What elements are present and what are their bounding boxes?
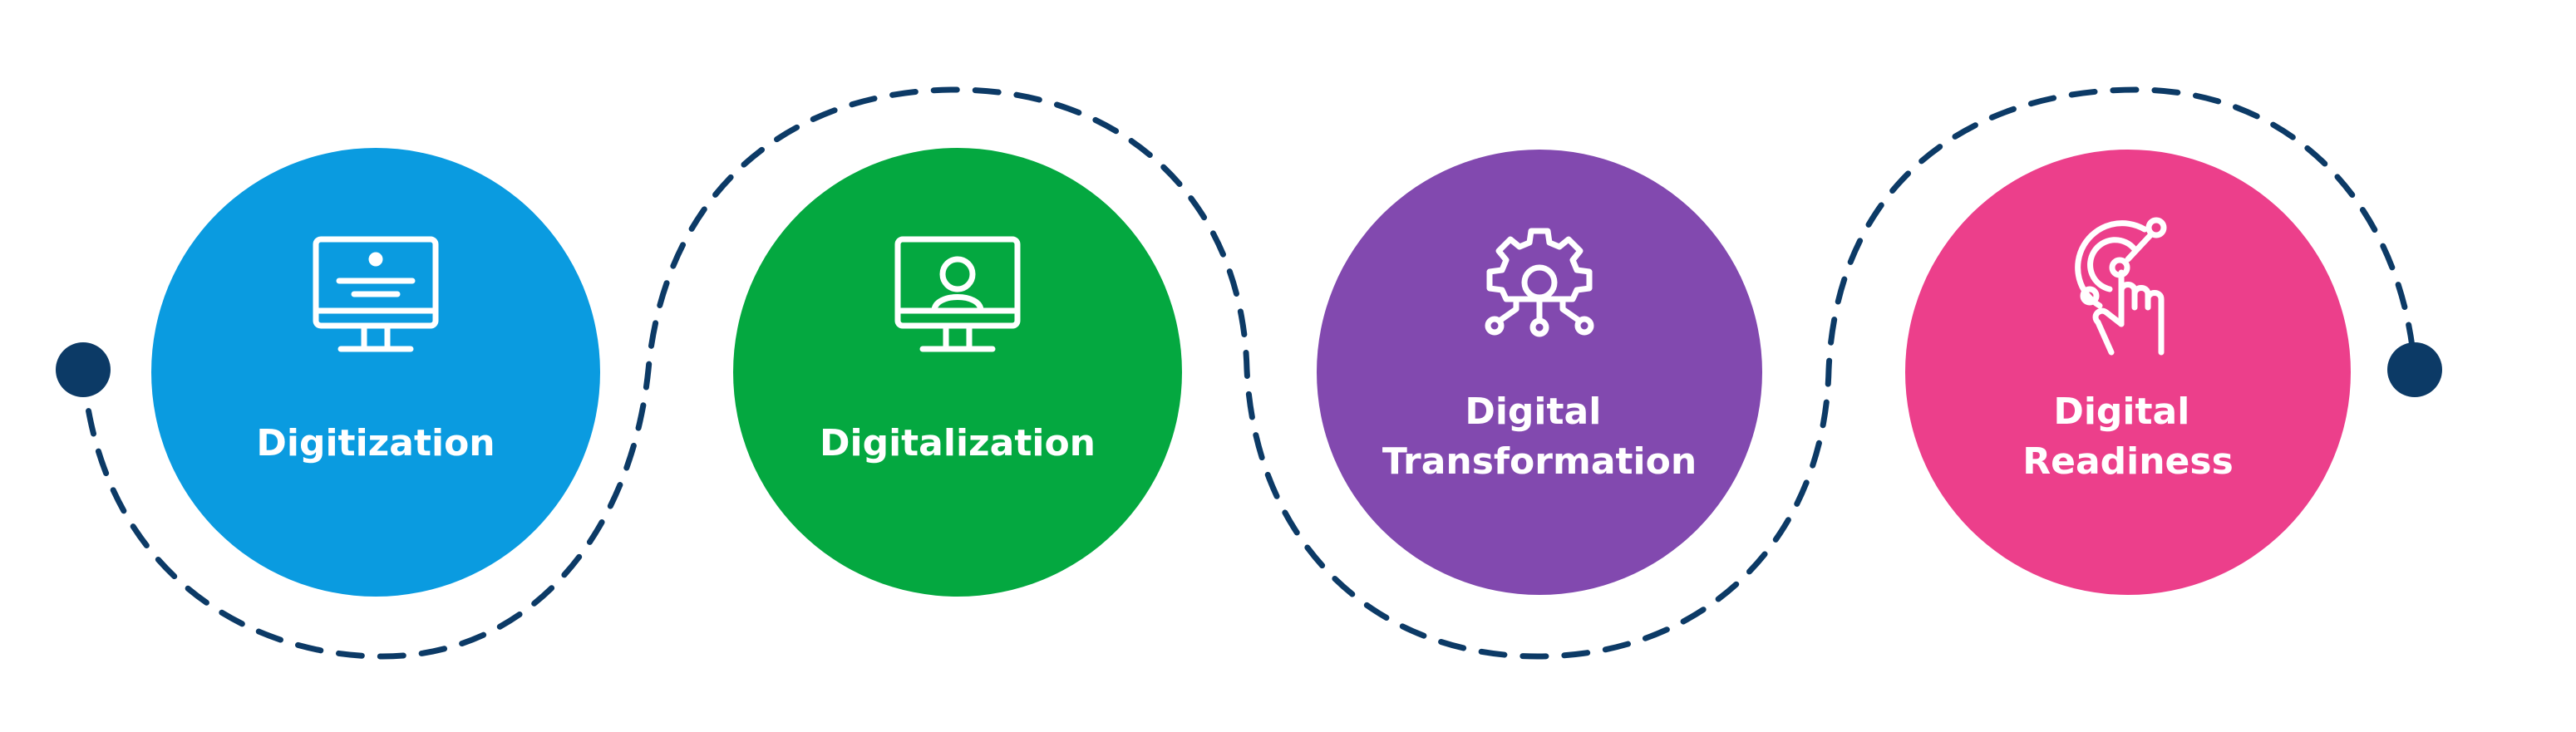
step-label: Digitization	[256, 422, 495, 464]
end-point-dot	[2387, 342, 2442, 397]
step-circle	[733, 148, 1182, 597]
gear-circuit-icon	[1485, 228, 1594, 337]
step-circle	[151, 148, 600, 597]
start-point-dot	[56, 342, 111, 397]
step-digital-readiness: Digital Readiness	[1905, 150, 2351, 595]
step-digitalization: Digitalization	[733, 148, 1182, 597]
step-label: Digitalization	[820, 422, 1096, 464]
step-digitization: Digitization	[151, 148, 600, 597]
dashed-connector-path	[80, 86, 2418, 660]
step-digital-transformation: Digital Transformation	[1317, 150, 1762, 595]
step-circle	[1317, 150, 1762, 595]
monitor-document-icon	[313, 236, 439, 352]
monitor-user-icon	[894, 236, 1021, 352]
step-label: Digital Readiness	[2022, 391, 2234, 483]
touch-hand-icon	[2075, 217, 2167, 356]
step-circle	[1905, 150, 2351, 595]
step-label: Digital Transformation	[1382, 391, 1697, 483]
